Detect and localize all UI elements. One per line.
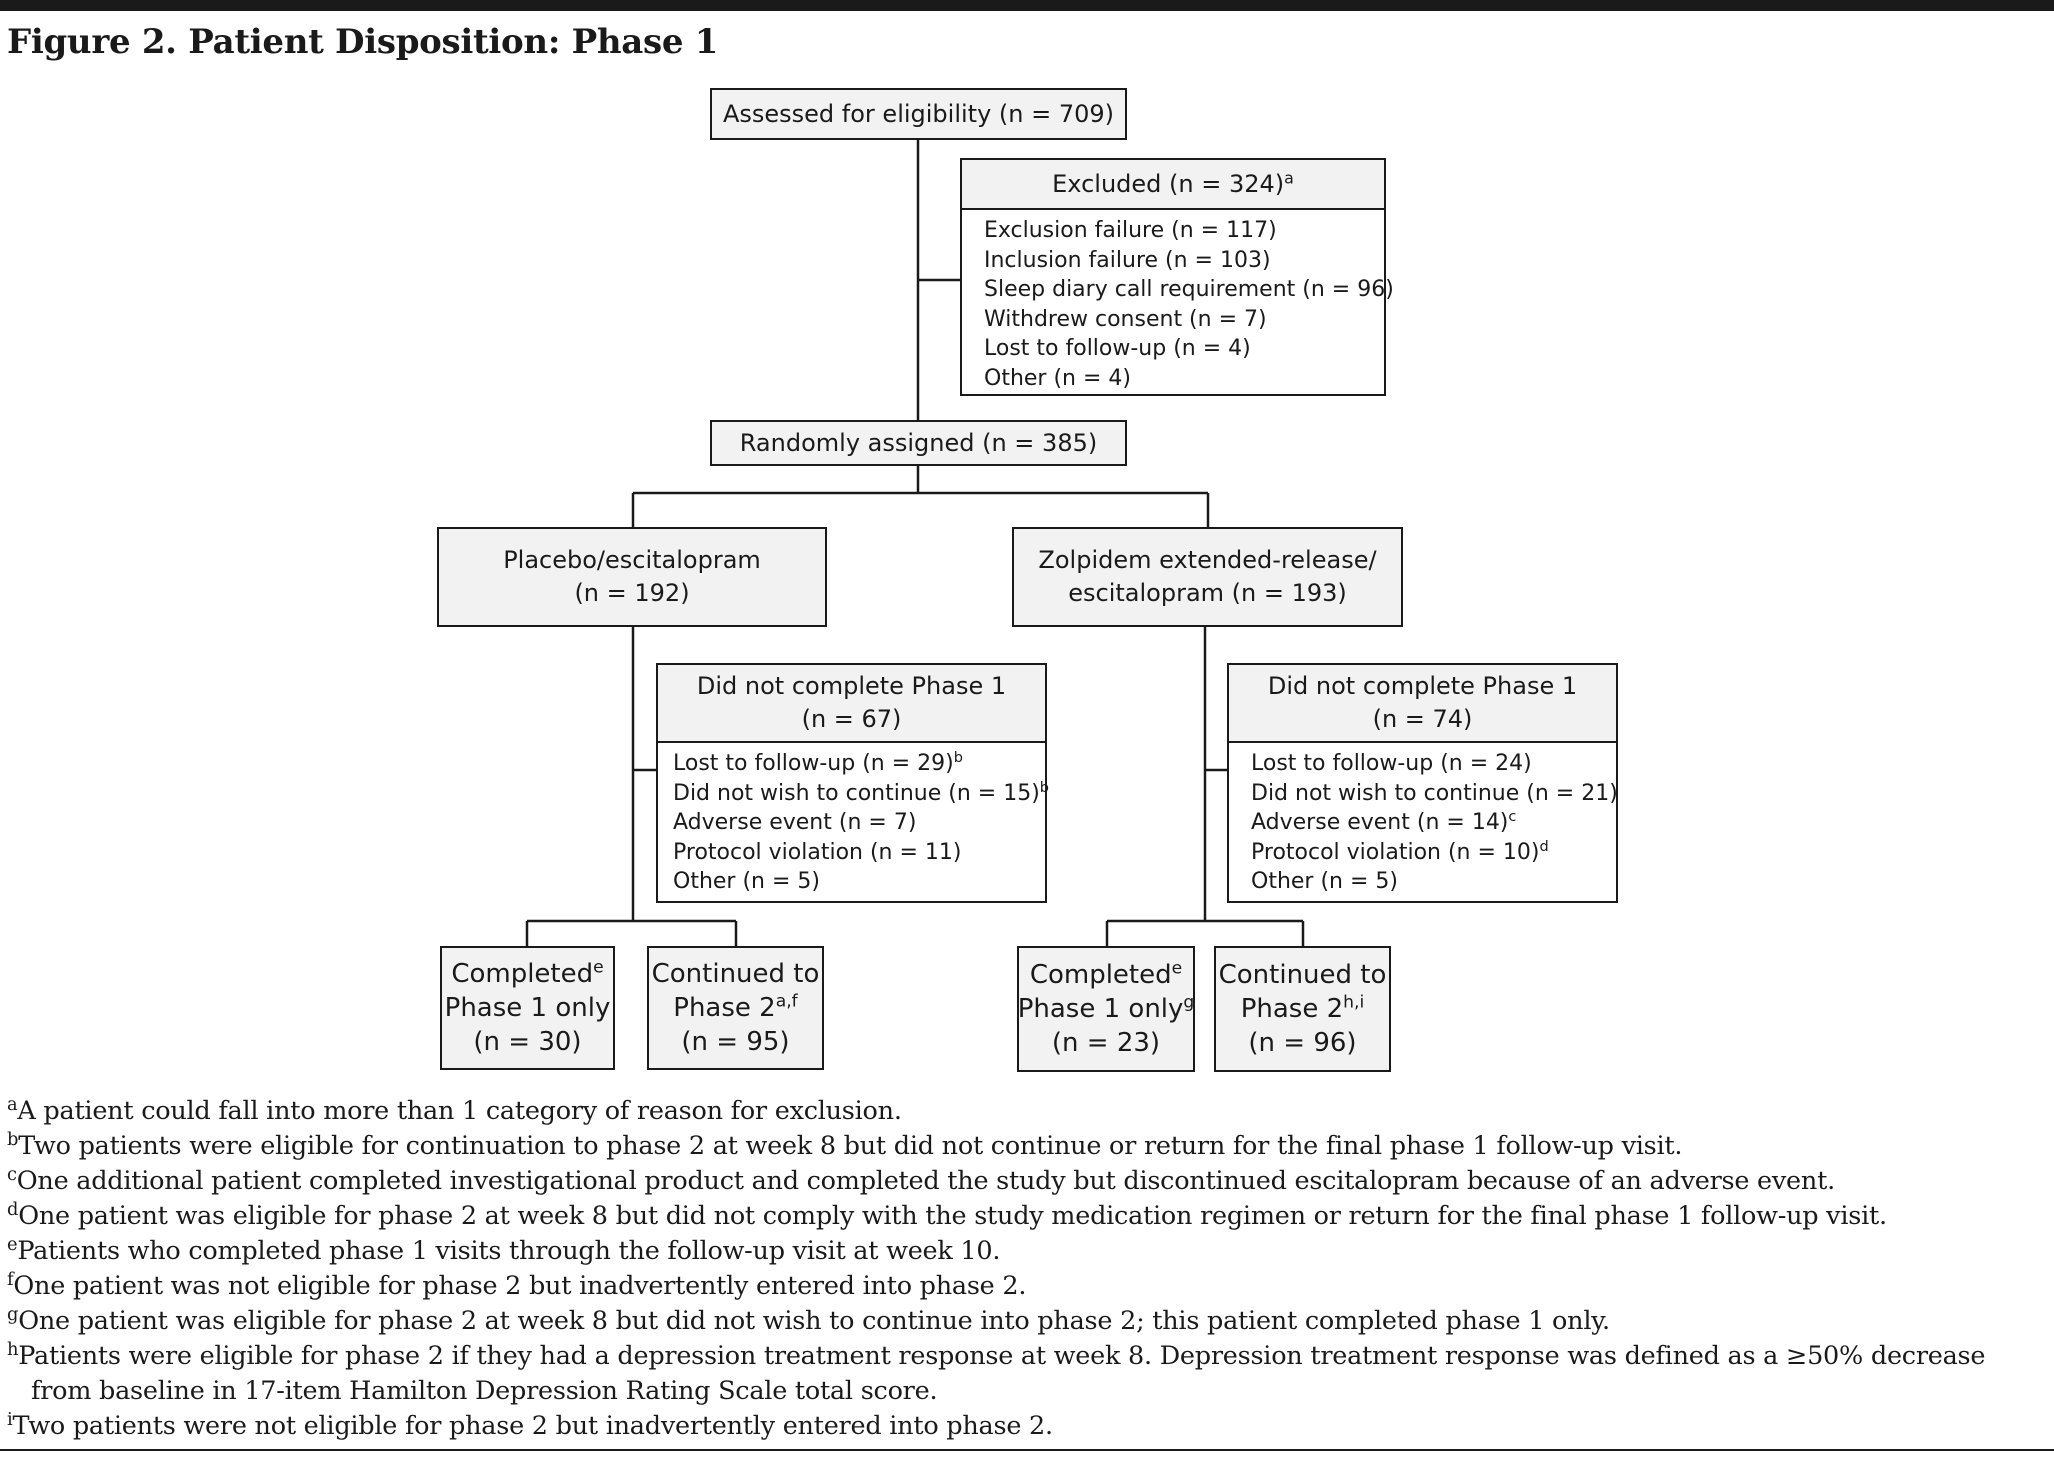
excluded-reason: Other (n = 4) (984, 365, 1131, 391)
placebo-dnc-reason: Other (n = 5) (673, 869, 820, 894)
footnote-a: aA patient could fall into more than 1 c… (7, 1094, 902, 1126)
footnote-b: bTwo patients were eligible for continua… (7, 1129, 1683, 1161)
footnote-g: gOne patient was eligible for phase 2 at… (7, 1304, 1610, 1336)
footnotes: aA patient could fall into more than 1 c… (7, 1094, 2047, 1444)
placebo-completed-box: Completede Phase 1 only (n = 30) (440, 946, 615, 1070)
assessed-box: Assessed for eligibility (n = 709) (710, 88, 1127, 140)
figure-title: Figure 2. Patient Disposition: Phase 1 (7, 22, 719, 62)
excluded-box: Excluded (n = 324)a Exclusion failure (n… (960, 158, 1394, 396)
zolpidem-dnc-header: Did not complete Phase 1 (n = 74) (1229, 665, 1616, 743)
zolpidem-arm-count: escitalopram (n = 193) (1068, 579, 1347, 607)
excluded-label-sup: a (1284, 167, 1294, 187)
excluded-label: Excluded (n = 324) (1052, 169, 1285, 198)
placebo-continued-count: (n = 95) (681, 1027, 790, 1057)
top-rule (0, 0, 2054, 11)
zolpidem-completed-count: (n = 23) (1051, 1028, 1161, 1058)
bottom-rule (0, 1449, 2054, 1451)
placebo-completed-line1: Completed (451, 959, 594, 989)
placebo-arm-count: (n = 192) (574, 579, 690, 607)
placebo-dnc-reason: Adverse event (n = 7) (673, 810, 917, 835)
placebo-dnc-title: Did not complete Phase 1 (696, 672, 1007, 700)
zolpidem-arm-box: Zolpidem extended-release/ escitalopram … (1012, 527, 1403, 627)
placebo-continued-box: Continued to Phase 2a,f (n = 95) (647, 946, 824, 1070)
footnote-f: fOne patient was not eligible for phase … (7, 1269, 1027, 1301)
placebo-dnc-reasons: Lost to follow-up (n = 29)b Did not wish… (658, 743, 1050, 897)
placebo-dnc-reason: Did not wish to continue (n = 15)b (673, 779, 1050, 806)
randomized-box: Randomly assigned (n = 385) (710, 420, 1127, 466)
footnote-h: hPatients were eligible for phase 2 if t… (7, 1339, 1986, 1406)
zolpidem-dnc-reasons: Lost to follow-up (n = 24) Did not wish … (1229, 743, 1618, 897)
placebo-continued-line1: Continued to (651, 959, 820, 989)
assessed-label: Assessed for eligibility (n = 709) (722, 99, 1115, 128)
excluded-reason: Inclusion failure (n = 103) (984, 247, 1271, 273)
zolpidem-dnc-reason: Lost to follow-up (n = 24) (1251, 751, 1532, 776)
zolpidem-dnc-reason: Did not wish to continue (n = 21) (1251, 780, 1618, 806)
excluded-reason: Withdrew consent (n = 7) (984, 306, 1267, 332)
placebo-dnc-header: Did not complete Phase 1 (n = 67) (658, 665, 1045, 743)
placebo-arm-name: Placebo/escitalopram (503, 546, 761, 574)
excluded-reason: Sleep diary call requirement (n = 96) (984, 277, 1394, 302)
zolpidem-arm-name: Zolpidem extended-release/ (1038, 546, 1377, 574)
excluded-header: Excluded (n = 324)a (962, 160, 1384, 210)
footnote-c: cOne additional patient completed invest… (7, 1164, 1835, 1196)
zolpidem-dnc-box: Did not complete Phase 1 (n = 74) Lost t… (1227, 663, 1618, 903)
zolpidem-completed-line2: Phase 1 only (1017, 994, 1184, 1024)
zolpidem-dnc-title: Did not complete Phase 1 (1267, 672, 1578, 700)
zolpidem-continued-line1: Continued to (1218, 960, 1387, 990)
zolpidem-continued-line2: Phase 2 (1240, 994, 1344, 1024)
zolpidem-continued-count: (n = 96) (1248, 1028, 1357, 1058)
zolpidem-dnc-reason: Protocol violation (n = 10)d (1251, 838, 1549, 865)
placebo-dnc-reason: Protocol violation (n = 11) (673, 839, 962, 865)
zolpidem-completed-box: Completede Phase 1 onlyg (n = 23) (1017, 946, 1195, 1072)
placebo-dnc-box: Did not complete Phase 1 (n = 67) Lost t… (656, 663, 1050, 903)
placebo-arm-box: Placebo/escitalopram (n = 192) (437, 527, 827, 627)
zolpidem-dnc-reason: Adverse event (n = 14)c (1251, 809, 1517, 835)
placebo-dnc-count: (n = 67) (801, 705, 902, 733)
randomized-label: Randomly assigned (n = 385) (739, 428, 1098, 457)
excluded-reason: Lost to follow-up (n = 4) (984, 336, 1251, 361)
excluded-reason: Exclusion failure (n = 117) (984, 218, 1277, 243)
footnote-e: ePatients who completed phase 1 visits t… (7, 1234, 1001, 1266)
excluded-reasons: Exclusion failure (n = 117) Inclusion fa… (962, 210, 1394, 393)
zolpidem-dnc-reason: Other (n = 5) (1251, 869, 1398, 894)
footnote-d: dOne patient was eligible for phase 2 at… (7, 1199, 1887, 1231)
zolpidem-dnc-count: (n = 74) (1372, 705, 1473, 733)
placebo-completed-line2: Phase 1 only (444, 993, 611, 1023)
footnote-i: iTwo patients were not eligible for phas… (7, 1409, 1053, 1441)
zolpidem-completed-line1: Completed (1029, 960, 1172, 990)
zolpidem-continued-box: Continued to Phase 2h,i (n = 96) (1214, 946, 1391, 1072)
placebo-dnc-reason: Lost to follow-up (n = 29)b (673, 750, 963, 776)
placebo-completed-count: (n = 30) (473, 1027, 582, 1057)
placebo-continued-line2: Phase 2 (673, 993, 776, 1023)
